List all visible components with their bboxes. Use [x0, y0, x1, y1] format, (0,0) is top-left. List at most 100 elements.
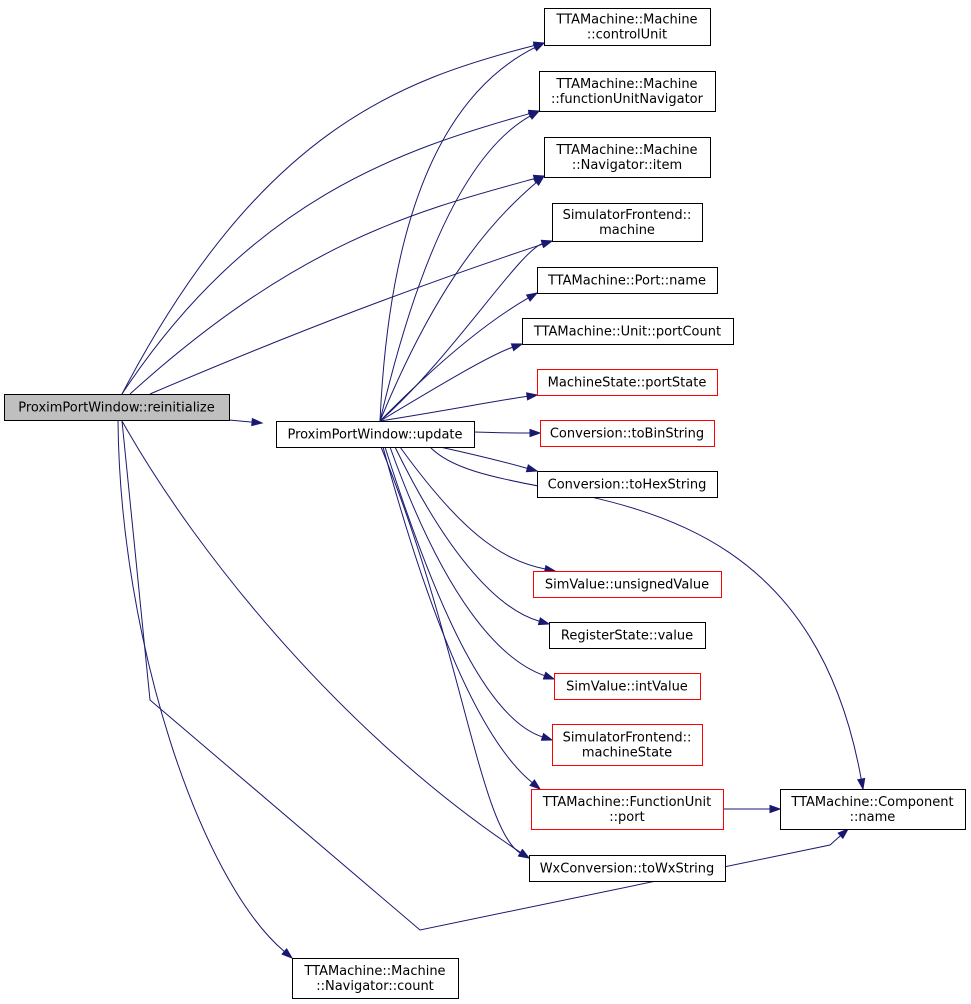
edge-update-to-functionUnitNavigator	[379, 110, 541, 422]
arrowhead	[529, 779, 542, 790]
node-regValue[interactable]: RegisterState::value	[549, 622, 706, 649]
edge-line	[380, 446, 521, 854]
node-box	[292, 958, 459, 999]
node-label: ::Navigator::count	[316, 979, 434, 994]
edge-line	[382, 446, 533, 784]
node-controlUnit[interactable]: TTAMachine::Machine::controlUnit	[544, 8, 711, 46]
node-functionUnitNavigator[interactable]: TTAMachine::Machine::functionUnitNavigat…	[539, 71, 716, 112]
node-label: TTAMachine::FunctionUnit	[542, 795, 711, 810]
node-box	[533, 571, 722, 598]
edge-line	[379, 346, 513, 422]
node-toBinString[interactable]: Conversion::toBinString	[540, 420, 715, 447]
node-toWxString[interactable]: WxConversion::toWxString	[529, 855, 726, 882]
node-label: TTAMachine::Machine	[555, 77, 697, 92]
node-box	[537, 471, 718, 498]
edge-line	[389, 446, 545, 677]
arrowhead	[526, 392, 539, 401]
node-label: ::port	[609, 810, 644, 825]
node-box	[549, 622, 706, 649]
node-label: SimValue::unsignedValue	[545, 578, 709, 593]
node-label: machine	[599, 223, 655, 238]
edge-line	[121, 45, 535, 395]
edge-reinitialize-to-functionUnitNavigator	[121, 109, 541, 395]
node-label: TTAMachine::Unit::portCount	[533, 325, 721, 340]
edge-update-to-fuPort	[382, 446, 542, 790]
node-label: MachineState::portState	[548, 376, 707, 391]
arrowhead	[542, 671, 556, 680]
node-update[interactable]: ProximPortWindow::update	[276, 421, 475, 448]
arrowhead	[251, 417, 264, 427]
arrowhead	[527, 110, 541, 120]
arrowhead	[510, 343, 524, 352]
edge-reinitialize-to-controlUnit	[121, 41, 546, 395]
node-fuPort[interactable]: TTAMachine::FunctionUnit::port	[531, 789, 724, 830]
arrowhead	[281, 948, 294, 959]
edge-update-to-controlUnit	[379, 42, 546, 422]
edge-line	[473, 431, 531, 434]
node-intValue[interactable]: SimValue::intValue	[554, 673, 701, 700]
edge-line	[439, 446, 528, 469]
arrowhead	[856, 777, 866, 791]
node-box	[540, 420, 715, 447]
node-navCount[interactable]: TTAMachine::Machine::Navigator::count	[292, 958, 459, 999]
arrowhead	[532, 42, 546, 52]
edge-line	[228, 419, 253, 423]
arrowhead	[525, 464, 539, 473]
edge-update-to-toWxString	[380, 446, 531, 859]
edge-update-to-machineState	[384, 446, 554, 741]
node-reinitialize[interactable]: ProximPortWindow::reinitialize	[4, 394, 230, 421]
edge-line	[384, 446, 543, 738]
edge-line	[379, 243, 543, 422]
node-label: ProximPortWindow::reinitialize	[18, 401, 215, 416]
node-label: TTAMachine::Machine	[555, 13, 697, 28]
edge-update-to-portName	[379, 292, 539, 422]
edge-line	[429, 446, 862, 780]
node-box	[276, 421, 475, 448]
node-navItem[interactable]: TTAMachine::Machine::Navigator::item	[544, 137, 711, 178]
edge-line	[121, 420, 841, 931]
node-box	[544, 8, 711, 46]
node-machineState[interactable]: SimulatorFrontend::machineState	[552, 724, 703, 766]
node-label: ::functionUnitNavigator	[551, 92, 704, 107]
arrowhead	[537, 617, 551, 626]
edge-update-to-intValue	[389, 446, 556, 680]
edge-update-to-regValue	[394, 446, 551, 626]
edge-update-to-unsignedValue	[399, 446, 557, 574]
node-portState[interactable]: MachineState::portState	[537, 369, 718, 396]
edge-fuPort-to-componentName	[723, 804, 782, 814]
node-simMachine[interactable]: SimulatorFrontend::machine	[552, 203, 703, 242]
edge-line	[121, 113, 530, 395]
node-box	[522, 318, 734, 345]
node-label: ::Navigator::item	[572, 158, 682, 173]
edge-update-to-portCount	[379, 343, 524, 422]
node-portName[interactable]: TTAMachine::Port::name	[537, 267, 718, 294]
edge-line	[379, 297, 529, 422]
edge-reinitialize-to-componentName	[121, 420, 850, 931]
node-label: TTAMachine::Machine	[303, 964, 445, 979]
arrowhead	[529, 428, 542, 438]
edge-line	[121, 420, 521, 853]
edge-line	[394, 446, 540, 622]
node-label: TTAMachine::Component	[790, 795, 953, 810]
node-box	[539, 71, 716, 112]
node-toHexString[interactable]: Conversion::toHexString	[537, 471, 718, 498]
edge-update-to-navItem	[379, 175, 546, 422]
arrowhead	[533, 175, 546, 186]
edge-line	[379, 115, 531, 422]
node-label: SimulatorFrontend::	[563, 208, 692, 223]
node-label: Conversion::toBinString	[550, 427, 704, 442]
node-portCount[interactable]: TTAMachine::Unit::portCount	[522, 318, 734, 345]
node-componentName[interactable]: TTAMachine::Component::name	[780, 789, 966, 830]
node-box	[552, 724, 703, 766]
edge-update-to-componentName	[429, 446, 866, 791]
arrowhead	[837, 827, 850, 840]
node-label: TTAMachine::Port::name	[547, 274, 706, 289]
edge-update-to-portState	[379, 392, 539, 422]
edge-reinitialize-to-simMachine	[149, 240, 554, 395]
node-label: Conversion::toHexString	[548, 478, 707, 493]
nodes-layer: ProximPortWindow::reinitializeProximPort…	[4, 8, 966, 999]
edge-update-to-toBinString	[473, 428, 542, 438]
node-box	[529, 855, 726, 882]
node-unsignedValue[interactable]: SimValue::unsignedValue	[533, 571, 722, 598]
